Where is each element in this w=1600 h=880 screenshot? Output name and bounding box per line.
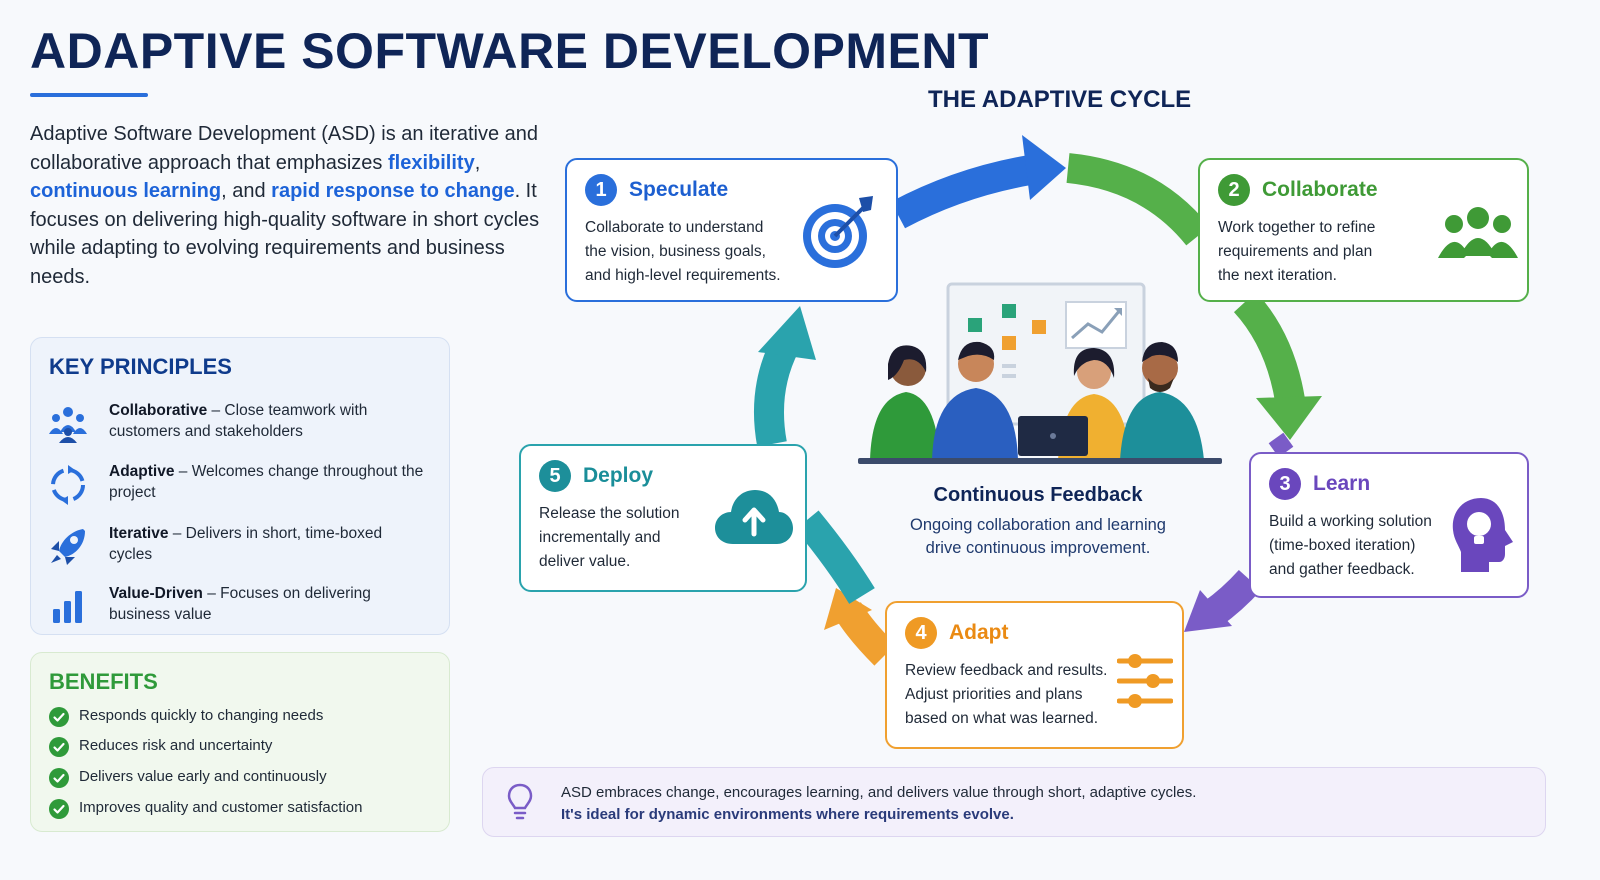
benefits-title: BENEFITS <box>49 669 158 694</box>
summary-line-1: ASD embraces change, encourages learning… <box>561 784 1197 801</box>
arrow-collaborate-to-learn <box>1066 153 1210 246</box>
page-title: ADAPTIVE SOFTWARE DEVELOPMENT <box>30 23 990 79</box>
arrow-head-orange <box>824 588 872 630</box>
arrow-deploy-to-speculate <box>754 338 799 447</box>
highlight-flexibility: flexibility <box>388 151 475 174</box>
principle-adaptive: Adaptive – Welcomes change throughout th… <box>47 461 427 511</box>
check-icon <box>49 737 69 757</box>
step-title: Collaborate <box>1262 178 1378 201</box>
head-bulb-icon <box>1452 498 1513 572</box>
arrow-head-teal <box>758 306 816 360</box>
arrow-head-blue <box>1022 135 1066 200</box>
step-adapt-card: 4 Adapt Review feedback and results. Adj… <box>885 601 1184 749</box>
step-number: 5 <box>539 460 571 492</box>
benefit-item: Improves quality and customer satisfacti… <box>49 798 439 820</box>
principle-iterative: Iterative – Delivers in short, time-boxe… <box>47 523 427 573</box>
summary-banner: ASD embraces change, encourages learning… <box>482 767 1546 837</box>
key-principles-title: KEY PRINCIPLES <box>49 354 232 379</box>
highlight-continuous-learning: continuous learning <box>30 180 222 202</box>
team-icon <box>49 407 87 443</box>
check-icon <box>49 707 69 727</box>
summary-line-2: It's ideal for dynamic environments wher… <box>561 806 1014 823</box>
step-collaborate-card: 2 Collaborate Work together to refine re… <box>1198 158 1529 302</box>
step-number: 2 <box>1218 174 1250 206</box>
step-number: 4 <box>905 617 937 649</box>
benefit-item: Delivers value early and continuously <box>49 767 439 789</box>
benefit-item: Responds quickly to changing needs <box>49 706 439 728</box>
principle-collaborative: Collaborative – Close teamwork with cust… <box>47 400 427 450</box>
title-underline <box>30 93 148 97</box>
intro-paragraph: Adaptive Software Development (ASD) is a… <box>30 123 540 288</box>
arrow-head-purple <box>1184 590 1232 632</box>
arrow-head-green <box>1256 396 1322 440</box>
target-icon <box>803 196 873 268</box>
sliders-icon <box>1117 654 1173 708</box>
benefits-panel: BENEFITS Responds quickly to changing ne… <box>30 652 450 832</box>
key-principles-panel: KEY PRINCIPLES Collaborative – Close tea… <box>30 337 450 635</box>
step-speculate-card: 1 Speculate Collaborate to understand th… <box>565 158 898 302</box>
team-illustration <box>858 282 1222 464</box>
center-feedback-desc: Ongoing collaboration and learning drive… <box>910 516 1166 557</box>
benefit-item: Reduces risk and uncertainty <box>49 736 439 758</box>
cycle-icon <box>51 465 85 505</box>
people-icon <box>1438 207 1518 258</box>
step-learn-card: 3 Learn Build a working solution (time-b… <box>1249 452 1529 598</box>
step-deploy-card: 5 Deploy Release the solution incrementa… <box>519 444 807 592</box>
step-number: 3 <box>1269 468 1301 500</box>
arrow-learn-to-adapt <box>1203 569 1262 627</box>
check-icon <box>49 799 69 819</box>
step-title: Learn <box>1313 472 1371 495</box>
step-title: Deploy <box>583 464 654 487</box>
cycle-title: THE ADAPTIVE CYCLE <box>928 86 1192 113</box>
center-feedback-title: Continuous Feedback <box>933 484 1143 506</box>
lightbulb-icon <box>507 783 533 820</box>
cloud-upload-icon <box>715 490 793 544</box>
check-icon <box>49 768 69 788</box>
step-number: 1 <box>585 174 617 206</box>
arrow-speculate-to-collaborate <box>890 155 1033 229</box>
bar-chart-icon <box>53 591 82 623</box>
step-title: Adapt <box>949 621 1009 644</box>
rocket-icon <box>51 529 85 565</box>
step-title: Speculate <box>629 178 729 201</box>
principle-value-driven: Value-Driven – Focuses on delivering bus… <box>47 583 427 633</box>
highlight-rapid-response: rapid response to change <box>271 180 515 202</box>
